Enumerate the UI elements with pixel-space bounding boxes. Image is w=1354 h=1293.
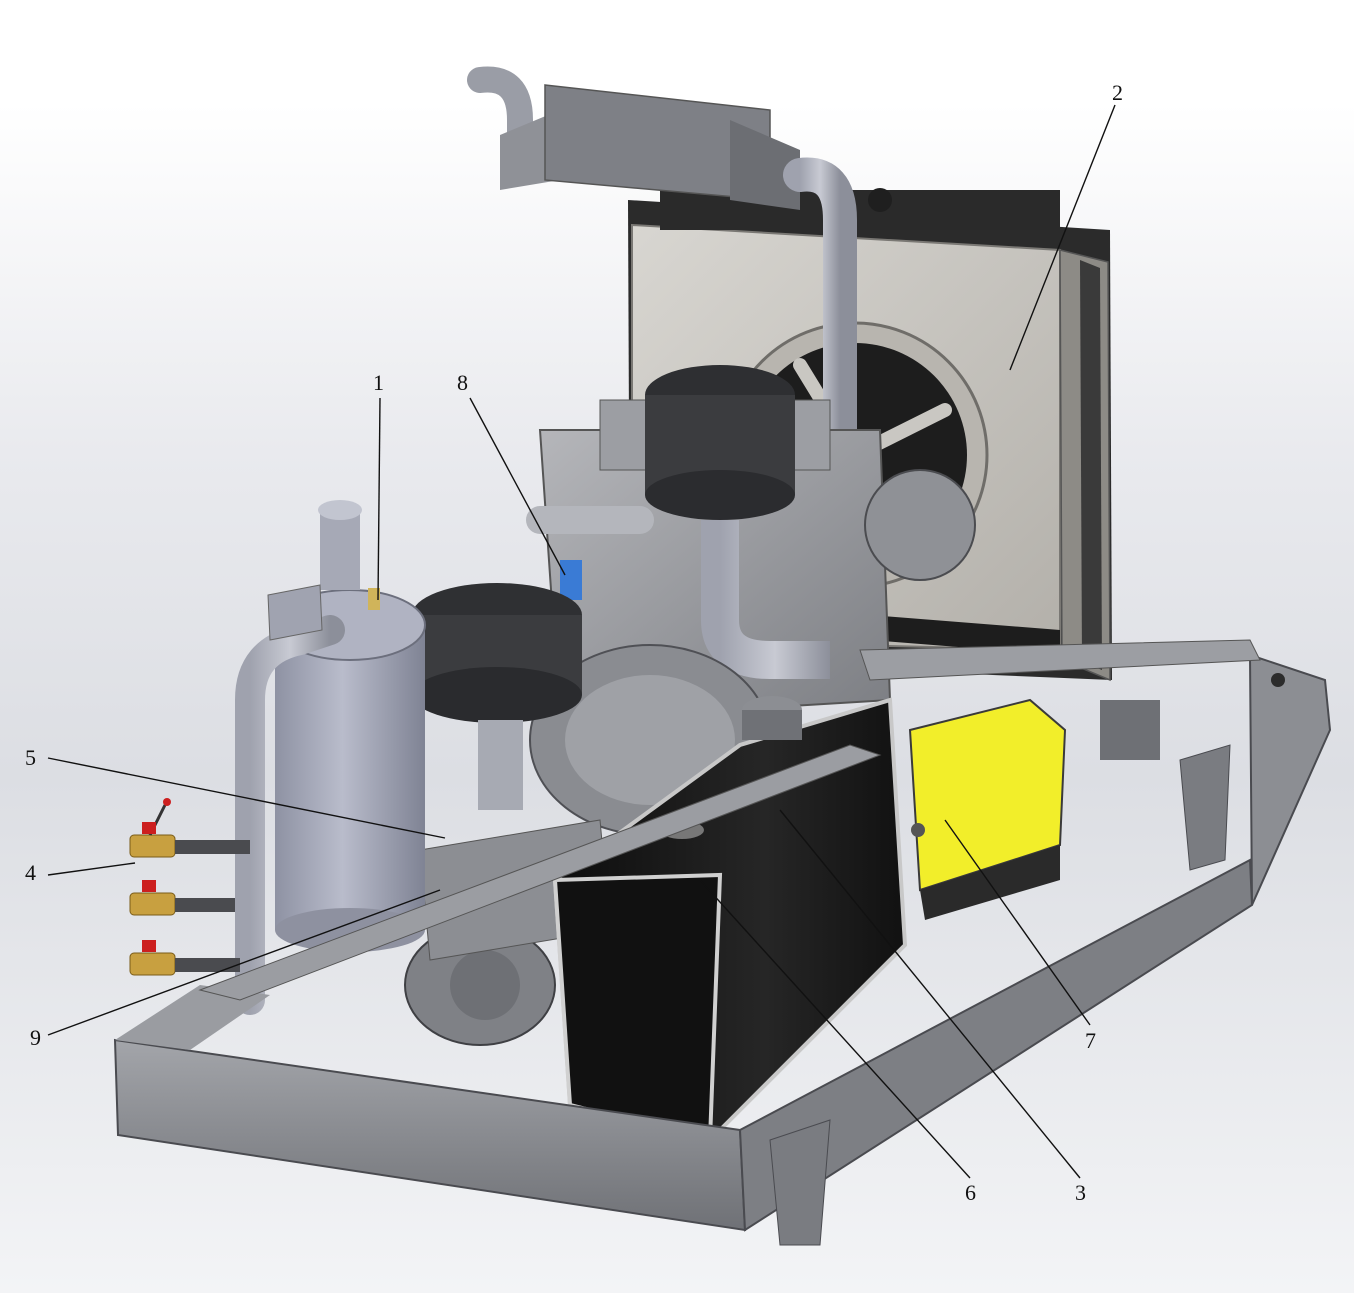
callout-labels: 1 2 3 4 5 6 7 8 9 — [25, 80, 1123, 1205]
exhaust-muffler — [467, 66, 857, 497]
battery — [908, 698, 1067, 920]
callout-7: 7 — [1085, 1028, 1096, 1053]
leader-line-5 — [47, 757, 446, 839]
callout-6: 6 — [965, 1180, 976, 1205]
leader-line-9 — [47, 889, 441, 1036]
callout-8: 8 — [457, 370, 468, 395]
leader-line-7 — [944, 819, 1091, 1026]
leader-line-1 — [377, 397, 381, 601]
leader-line-8 — [469, 397, 566, 576]
ball-valve-icon — [129, 798, 250, 858]
air-filter — [412, 583, 582, 810]
leader-lines — [47, 104, 1116, 1179]
base-frame — [113, 639, 1332, 1246]
leader-line-3 — [779, 809, 1081, 1179]
leader-line-2 — [1009, 104, 1116, 371]
ball-valve-icon — [129, 880, 235, 916]
callout-9: 9 — [30, 1025, 41, 1050]
drain-valves — [129, 798, 250, 976]
callout-3: 3 — [1075, 1180, 1086, 1205]
callout-1: 1 — [373, 370, 384, 395]
callout-2: 2 — [1112, 80, 1123, 105]
callout-4: 4 — [25, 860, 36, 885]
leader-line-6 — [699, 879, 971, 1179]
ball-valve-icon — [129, 940, 240, 976]
fuel-tank — [552, 696, 908, 1143]
callout-5: 5 — [25, 745, 36, 770]
leader-line-4 — [47, 862, 136, 876]
